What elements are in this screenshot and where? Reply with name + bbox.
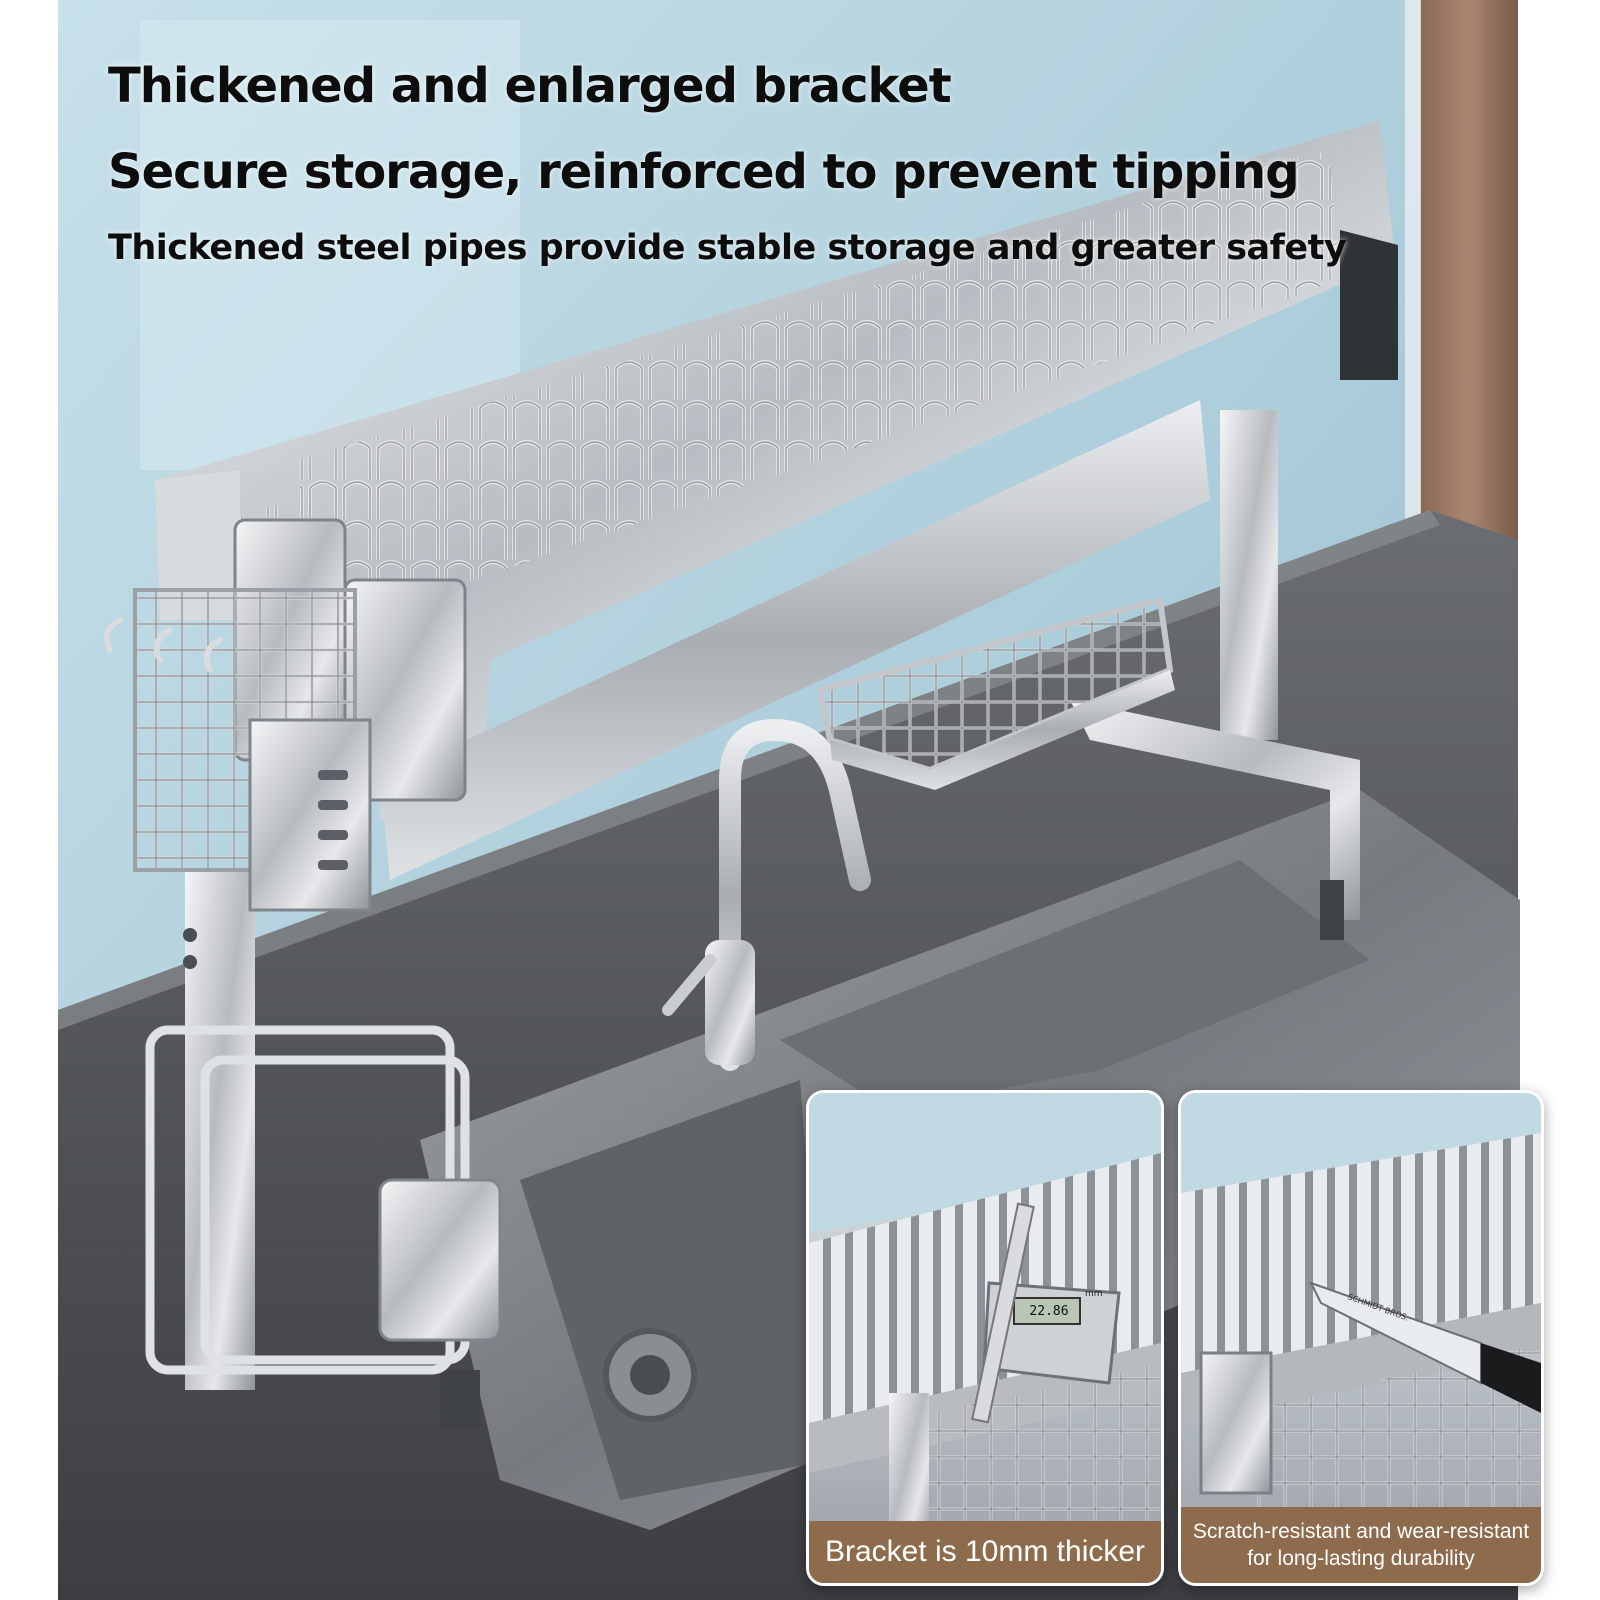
headline-line-3: Thickened steel pipes provide stable sto… [108,228,1347,268]
caption-bracket-thicker: Bracket is 10mm thicker [809,1521,1161,1583]
caliper-reading: 22.86 [1029,1304,1069,1319]
inset-caliper-closeup: 22.86 mm Bracket is 10mm thicker [806,1090,1164,1586]
inset-knife-closeup: SCHMIDT BROS. Scratch-resistant and wear… [1178,1090,1544,1586]
caliper-closeup-image [809,1093,1161,1583]
caliper-display: 22.86 [1021,1303,1077,1321]
caption-scratch-resistant: Scratch-resistant and wear-resistant for… [1181,1507,1541,1583]
caption-bracket-thicker-text: Bracket is 10mm thicker [824,1535,1146,1568]
knife-closeup-image [1181,1093,1541,1583]
caliper-units: mm [1085,1289,1103,1299]
caption-scratch-resistant-line-2: for long-lasting durability [1247,1547,1475,1570]
caption-scratch-resistant-line-1: Scratch-resistant and wear-resistant [1192,1520,1530,1543]
headline-line-2: Secure storage, reinforced to prevent ti… [108,144,1300,200]
headline-line-1: Thickened and enlarged bracket [108,58,952,114]
